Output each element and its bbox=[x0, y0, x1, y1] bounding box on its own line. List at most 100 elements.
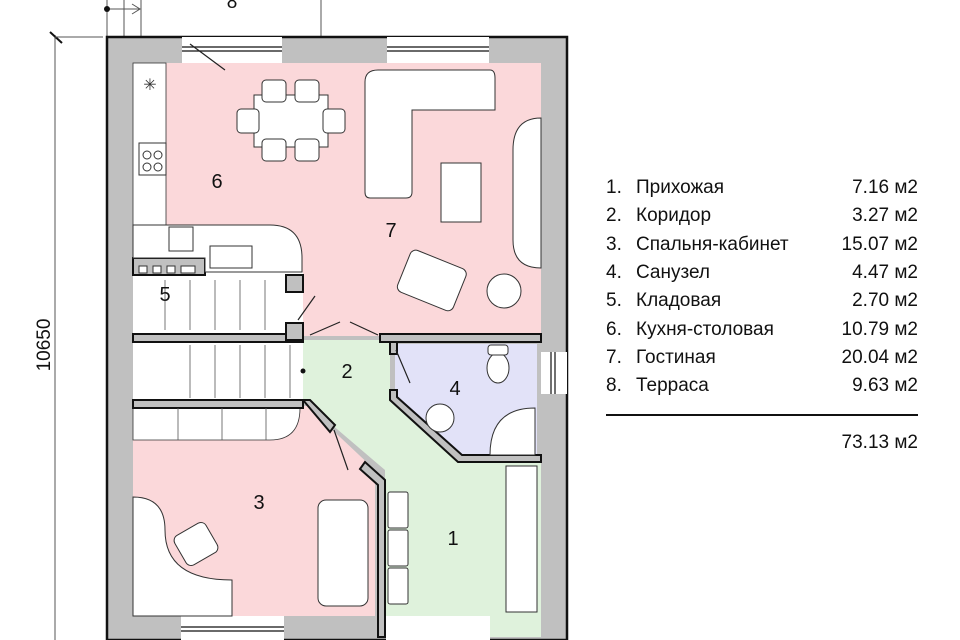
wall-segment bbox=[285, 322, 304, 341]
legend-number: 2. bbox=[606, 205, 622, 227]
hall-bench bbox=[387, 529, 409, 567]
legend-row: 4. Санузел 4.47 м2 bbox=[606, 259, 918, 287]
window-opening bbox=[541, 352, 567, 394]
coffee-table bbox=[440, 162, 482, 223]
legend-number: 3. bbox=[606, 233, 622, 255]
stove-icon bbox=[138, 142, 167, 176]
legend-room-name: Кладовая bbox=[636, 290, 722, 312]
legend-room-area: 3.27 м2 bbox=[852, 205, 918, 227]
wall-segment bbox=[379, 333, 542, 343]
legend-room-name: Санузел bbox=[636, 262, 711, 284]
door-swings bbox=[297, 295, 411, 471]
hall-bench bbox=[387, 491, 409, 529]
wall-segment bbox=[300, 399, 337, 434]
desk bbox=[132, 496, 233, 617]
legend-number: 8. bbox=[606, 375, 622, 397]
legend-room-area: 15.07 м2 bbox=[841, 233, 918, 255]
room-label-1: 1 bbox=[447, 528, 458, 550]
legend-room-area: 20.04 м2 bbox=[841, 346, 918, 368]
stair-landing bbox=[132, 407, 301, 441]
legend-number: 1. bbox=[606, 177, 622, 199]
legend-row: 2. Коридор 3.27 м2 bbox=[606, 202, 918, 230]
interior-walls bbox=[132, 257, 542, 638]
sink-icon bbox=[168, 226, 194, 252]
wardrobe bbox=[505, 465, 538, 613]
toilet-tank bbox=[487, 344, 509, 356]
legend-room-name: Гостиная bbox=[636, 346, 716, 368]
chair-icon bbox=[294, 138, 320, 162]
legend-row: 1. Прихожая 7.16 м2 bbox=[606, 174, 918, 202]
legend-room-area: 10.79 м2 bbox=[841, 318, 918, 340]
window-opening bbox=[182, 37, 282, 63]
fridge-icon: ✳ bbox=[143, 77, 156, 94]
legend-room-name: Прихожая bbox=[636, 177, 725, 199]
legend-room-name: Спальня-кабинет bbox=[636, 233, 789, 255]
room-corridor-hall bbox=[303, 340, 541, 637]
furniture: ✳ bbox=[132, 69, 542, 617]
wall-segment bbox=[285, 274, 304, 293]
bedroom-sofa bbox=[317, 499, 369, 607]
chair-icon bbox=[322, 108, 346, 134]
window-opening bbox=[181, 616, 284, 640]
door-swing bbox=[189, 43, 226, 71]
legend-row: 3. Спальня-кабинет 15.07 м2 bbox=[606, 231, 918, 259]
burner bbox=[142, 150, 152, 160]
entrance-door-opening[interactable] bbox=[386, 616, 490, 640]
side-table bbox=[486, 273, 522, 309]
room-label-3: 3 bbox=[253, 492, 264, 514]
corner-sofa bbox=[364, 69, 496, 199]
chair-icon bbox=[294, 79, 320, 103]
floor-plan: 8 10650 bbox=[34, 0, 569, 640]
dishwasher-icon bbox=[209, 245, 253, 269]
legend-row: 6. Кухня-столовая 10.79 м2 bbox=[606, 315, 918, 343]
terrace-arrow-head bbox=[131, 3, 141, 15]
office-chair bbox=[173, 521, 219, 567]
terrace-label: 8 bbox=[227, 0, 238, 13]
legend-number: 5. bbox=[606, 290, 622, 312]
legend-total-area: 73.13 м2 bbox=[841, 432, 918, 454]
chair-icon bbox=[261, 79, 287, 103]
legend-divider bbox=[606, 414, 918, 417]
wall-segment bbox=[358, 460, 386, 638]
legend-row: 5. Кладовая 2.70 м2 bbox=[606, 287, 918, 315]
hall-bench bbox=[387, 567, 409, 605]
tv-stand bbox=[512, 117, 542, 269]
wall-segment bbox=[132, 399, 304, 409]
legend-room-area: 9.63 м2 bbox=[852, 375, 918, 397]
shower-tray bbox=[489, 407, 536, 456]
legend-room-area: 4.47 м2 bbox=[852, 262, 918, 284]
room-label-6: 6 bbox=[211, 171, 222, 193]
door-leaf bbox=[309, 321, 341, 336]
room-label-2: 2 bbox=[341, 361, 352, 383]
door-leaf bbox=[333, 429, 349, 471]
toilet-icon bbox=[486, 352, 510, 384]
room-label-7: 7 bbox=[385, 220, 396, 242]
wall-segment bbox=[389, 341, 398, 355]
burner bbox=[142, 162, 152, 172]
wall-segment bbox=[389, 389, 542, 463]
legend-room-area: 7.16 м2 bbox=[852, 177, 918, 199]
appliance bbox=[180, 265, 196, 274]
stair-marker bbox=[300, 368, 306, 374]
wall-segment bbox=[132, 333, 304, 343]
door-leaf bbox=[297, 295, 316, 321]
burner bbox=[153, 162, 163, 172]
legend-room-name: Терраса bbox=[636, 375, 709, 397]
armchair bbox=[396, 249, 467, 312]
door-leaf bbox=[395, 349, 411, 384]
legend-number: 4. bbox=[606, 262, 622, 284]
legend-row: 7. Гостиная 20.04 м2 bbox=[606, 344, 918, 372]
appliance bbox=[138, 265, 148, 274]
appliance bbox=[152, 265, 162, 274]
legend-room-area: 2.70 м2 bbox=[852, 290, 918, 312]
legend-room-name: Кухня-столовая bbox=[636, 318, 774, 340]
door-leaf bbox=[349, 321, 379, 336]
room-label-5: 5 bbox=[159, 284, 170, 306]
chair-icon bbox=[236, 108, 260, 134]
appliance bbox=[166, 265, 176, 274]
terrace-arrow-dot bbox=[104, 6, 110, 12]
staircase bbox=[164, 280, 291, 440]
dining-table bbox=[253, 94, 329, 148]
window-opening bbox=[387, 37, 489, 63]
room-label-4: 4 bbox=[449, 378, 460, 400]
